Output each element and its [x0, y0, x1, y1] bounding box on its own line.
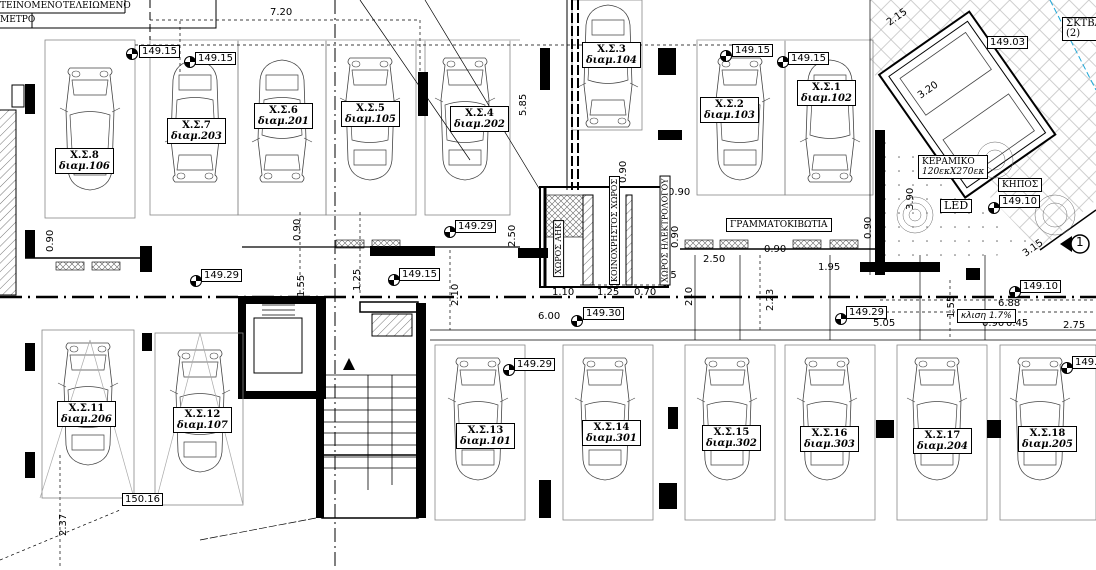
elevation-label: 150.16 — [122, 493, 163, 506]
elevation-label: 149.30 — [583, 307, 624, 320]
elevation-label: 149.15 — [399, 268, 440, 281]
dimension-label: 1.55 — [946, 295, 957, 318]
dimension-label: 1.25 — [352, 268, 363, 291]
elevation-label: 149.15 — [788, 52, 829, 65]
elevation-label: 149.15 — [139, 45, 180, 58]
grid-marker-label: 1 — [1076, 235, 1084, 249]
led-label: LED — [940, 199, 973, 213]
dimension-label: 6.00 — [538, 311, 561, 322]
dimension-label: 2.75 — [1063, 320, 1086, 331]
dimension-label: 1.25 — [597, 287, 620, 298]
dimension-label: 0.90 — [668, 187, 691, 198]
dimension-label: 2.23 — [765, 288, 776, 311]
elevation-label: 149.29 — [455, 220, 496, 233]
dimension-label: 1.55 — [296, 274, 307, 297]
dimension-label: 0.90 — [670, 225, 681, 248]
elevation-label: 149.29 — [514, 358, 555, 371]
room-label-common-area: ΚΟΙΝΟΧΡΗΣΤΟΣ ΧΩΡΟΣ — [608, 176, 620, 285]
dimension-label: 0.90 — [45, 229, 56, 252]
dimension-label: 2.10 — [450, 283, 461, 306]
elevation-label: 149.10 — [1020, 280, 1061, 293]
dimension-label: 0.90 — [292, 218, 303, 241]
dimension-label: 210 — [684, 286, 695, 306]
slope-label: κλιση 1.7% — [957, 309, 1016, 323]
dimension-label: 2.37 — [58, 513, 69, 536]
dimension-label: 7.20 — [270, 7, 293, 18]
elevation-label: 149.15 — [732, 44, 773, 57]
title-block-cell: ΤΕΙΝΟΜΕΝΟ — [0, 1, 63, 11]
dimension-label: 1.95 — [818, 262, 841, 273]
dimension-label: 5.85 — [518, 93, 529, 116]
elevation-marker-icon — [988, 202, 1000, 214]
section-reference: ΣΚΤΒΑ(2) — [1062, 17, 1096, 41]
dimension-label: 0.70 — [634, 287, 657, 298]
dimension-label: 1.10 — [552, 287, 575, 298]
elevation-marker-icon — [835, 313, 847, 325]
mailboxes-label: ΓΡΑΜΜΑΤΟΚΙΒΩΤΙΑ — [726, 218, 832, 232]
elevation-label: 149.03 — [987, 36, 1028, 49]
title-block-cell: ΤΕΛΕΙΩΜΕΝΟ — [63, 1, 131, 11]
room-label-aik: ΧΩΡΟΣ ΑΗΚ — [553, 219, 565, 278]
elevation-label: 149.10 — [999, 195, 1040, 208]
dimension-label: 2.50 — [507, 224, 518, 247]
room-label-electrician: ΧΩΡΟΣ ΗΛΕΚΤΡΟΛΟΓΟΥ — [659, 175, 671, 286]
elevation-label: 149.29 — [846, 306, 887, 319]
dimension-label: 0.90 — [764, 244, 787, 255]
elevation-marker-icon — [720, 50, 732, 62]
elevation-marker-icon — [571, 315, 583, 327]
elevation-marker-icon — [126, 48, 138, 60]
elevation-label: 149.29 — [201, 269, 242, 282]
garden-label: ΚΗΠΟΣ — [998, 178, 1043, 192]
elevation-label: 149. — [1072, 356, 1096, 369]
title-block-cell: ΜΕΤΡΟ — [0, 15, 36, 25]
dimension-label: 6.88 — [998, 298, 1021, 309]
dimension-label: 2.50 — [703, 254, 726, 265]
dimension-label: 3.90 — [905, 187, 916, 210]
dimension-label: 0.90 — [863, 216, 874, 239]
elevation-label: 149.15 — [195, 52, 236, 65]
dimension-label: 0.45 — [1006, 318, 1029, 329]
dimension-label: 0.90 — [982, 318, 1005, 329]
dimension-label: 5.05 — [873, 318, 896, 329]
